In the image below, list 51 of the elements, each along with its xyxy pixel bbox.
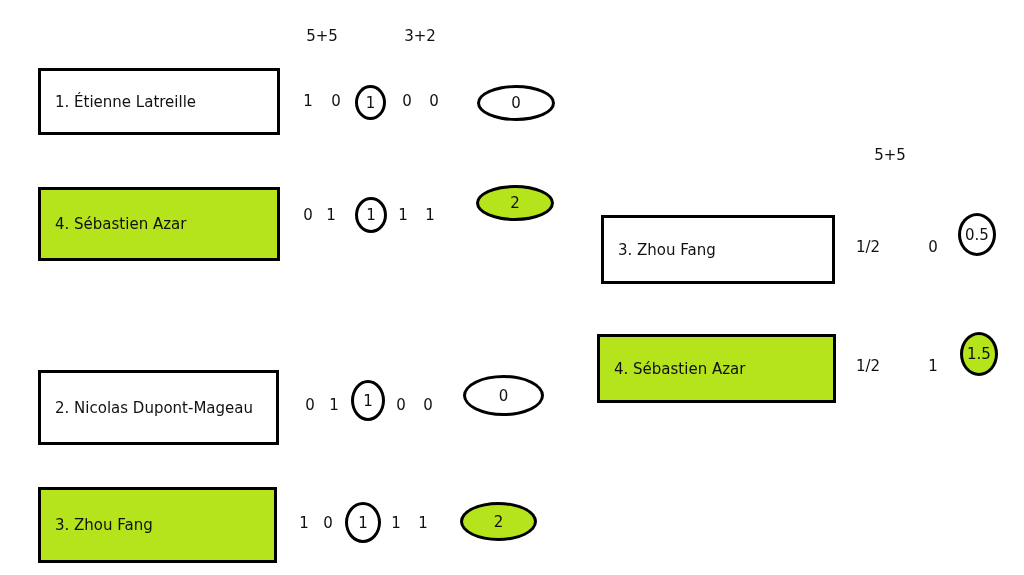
score-label: 1 xyxy=(418,514,428,532)
score-oval xyxy=(355,197,387,233)
score-label: 3+2 xyxy=(404,27,436,45)
score-label: 1 xyxy=(425,206,435,224)
player-box xyxy=(38,68,280,135)
score-oval xyxy=(958,213,996,256)
score-label: 0 xyxy=(396,396,406,414)
player-box xyxy=(38,187,280,261)
score-oval xyxy=(345,502,381,543)
player-name: 2. Nicolas Dupont-Mageau xyxy=(55,398,253,417)
score-label: 1 xyxy=(391,514,401,532)
score-label: 1 xyxy=(326,206,336,224)
score-label: 5+5 xyxy=(306,27,338,45)
score-label: 0 xyxy=(331,92,341,110)
score-text: 2 xyxy=(510,194,520,212)
score-label: 1 xyxy=(928,357,938,375)
player-box xyxy=(38,370,279,445)
player-name: 4. Sébastien Azar xyxy=(614,359,746,378)
score-oval xyxy=(960,332,998,376)
score-text: 1.5 xyxy=(967,345,991,363)
score-text: 1 xyxy=(366,206,376,224)
player-box xyxy=(601,215,835,284)
score-label: 1 xyxy=(299,514,309,532)
score-label: 0 xyxy=(305,396,315,414)
score-text: 0 xyxy=(511,94,521,112)
player-name: 1. Étienne Latreille xyxy=(55,92,197,111)
player-name: 4. Sébastien Azar xyxy=(55,215,187,233)
score-label: 5+5 xyxy=(874,146,906,164)
player-name: 3. Zhou Fang xyxy=(618,240,716,259)
score-label: 0 xyxy=(429,92,439,110)
score-label: 1 xyxy=(398,206,408,224)
score-text: 0.5 xyxy=(965,225,989,244)
score-text: 2 xyxy=(493,512,504,531)
score-oval xyxy=(351,380,385,421)
score-text: 0 xyxy=(498,386,509,405)
score-label: 1/2 xyxy=(855,238,881,256)
player-box xyxy=(597,334,836,403)
score-label: 0 xyxy=(303,206,313,224)
score-label: 1/2 xyxy=(855,357,881,375)
score-text: 1 xyxy=(363,391,373,410)
score-text: 1 xyxy=(358,513,368,532)
score-label: 0 xyxy=(323,514,333,532)
score-label: 1 xyxy=(303,92,313,110)
score-label: 0 xyxy=(423,396,433,414)
score-text: 1 xyxy=(365,93,376,112)
score-label: 0 xyxy=(402,92,412,110)
player-name: 3. Zhou Fang xyxy=(55,516,153,534)
score-label: 1 xyxy=(329,396,339,414)
score-oval xyxy=(355,85,386,120)
player-box xyxy=(38,487,277,563)
score-label: 0 xyxy=(928,238,938,256)
